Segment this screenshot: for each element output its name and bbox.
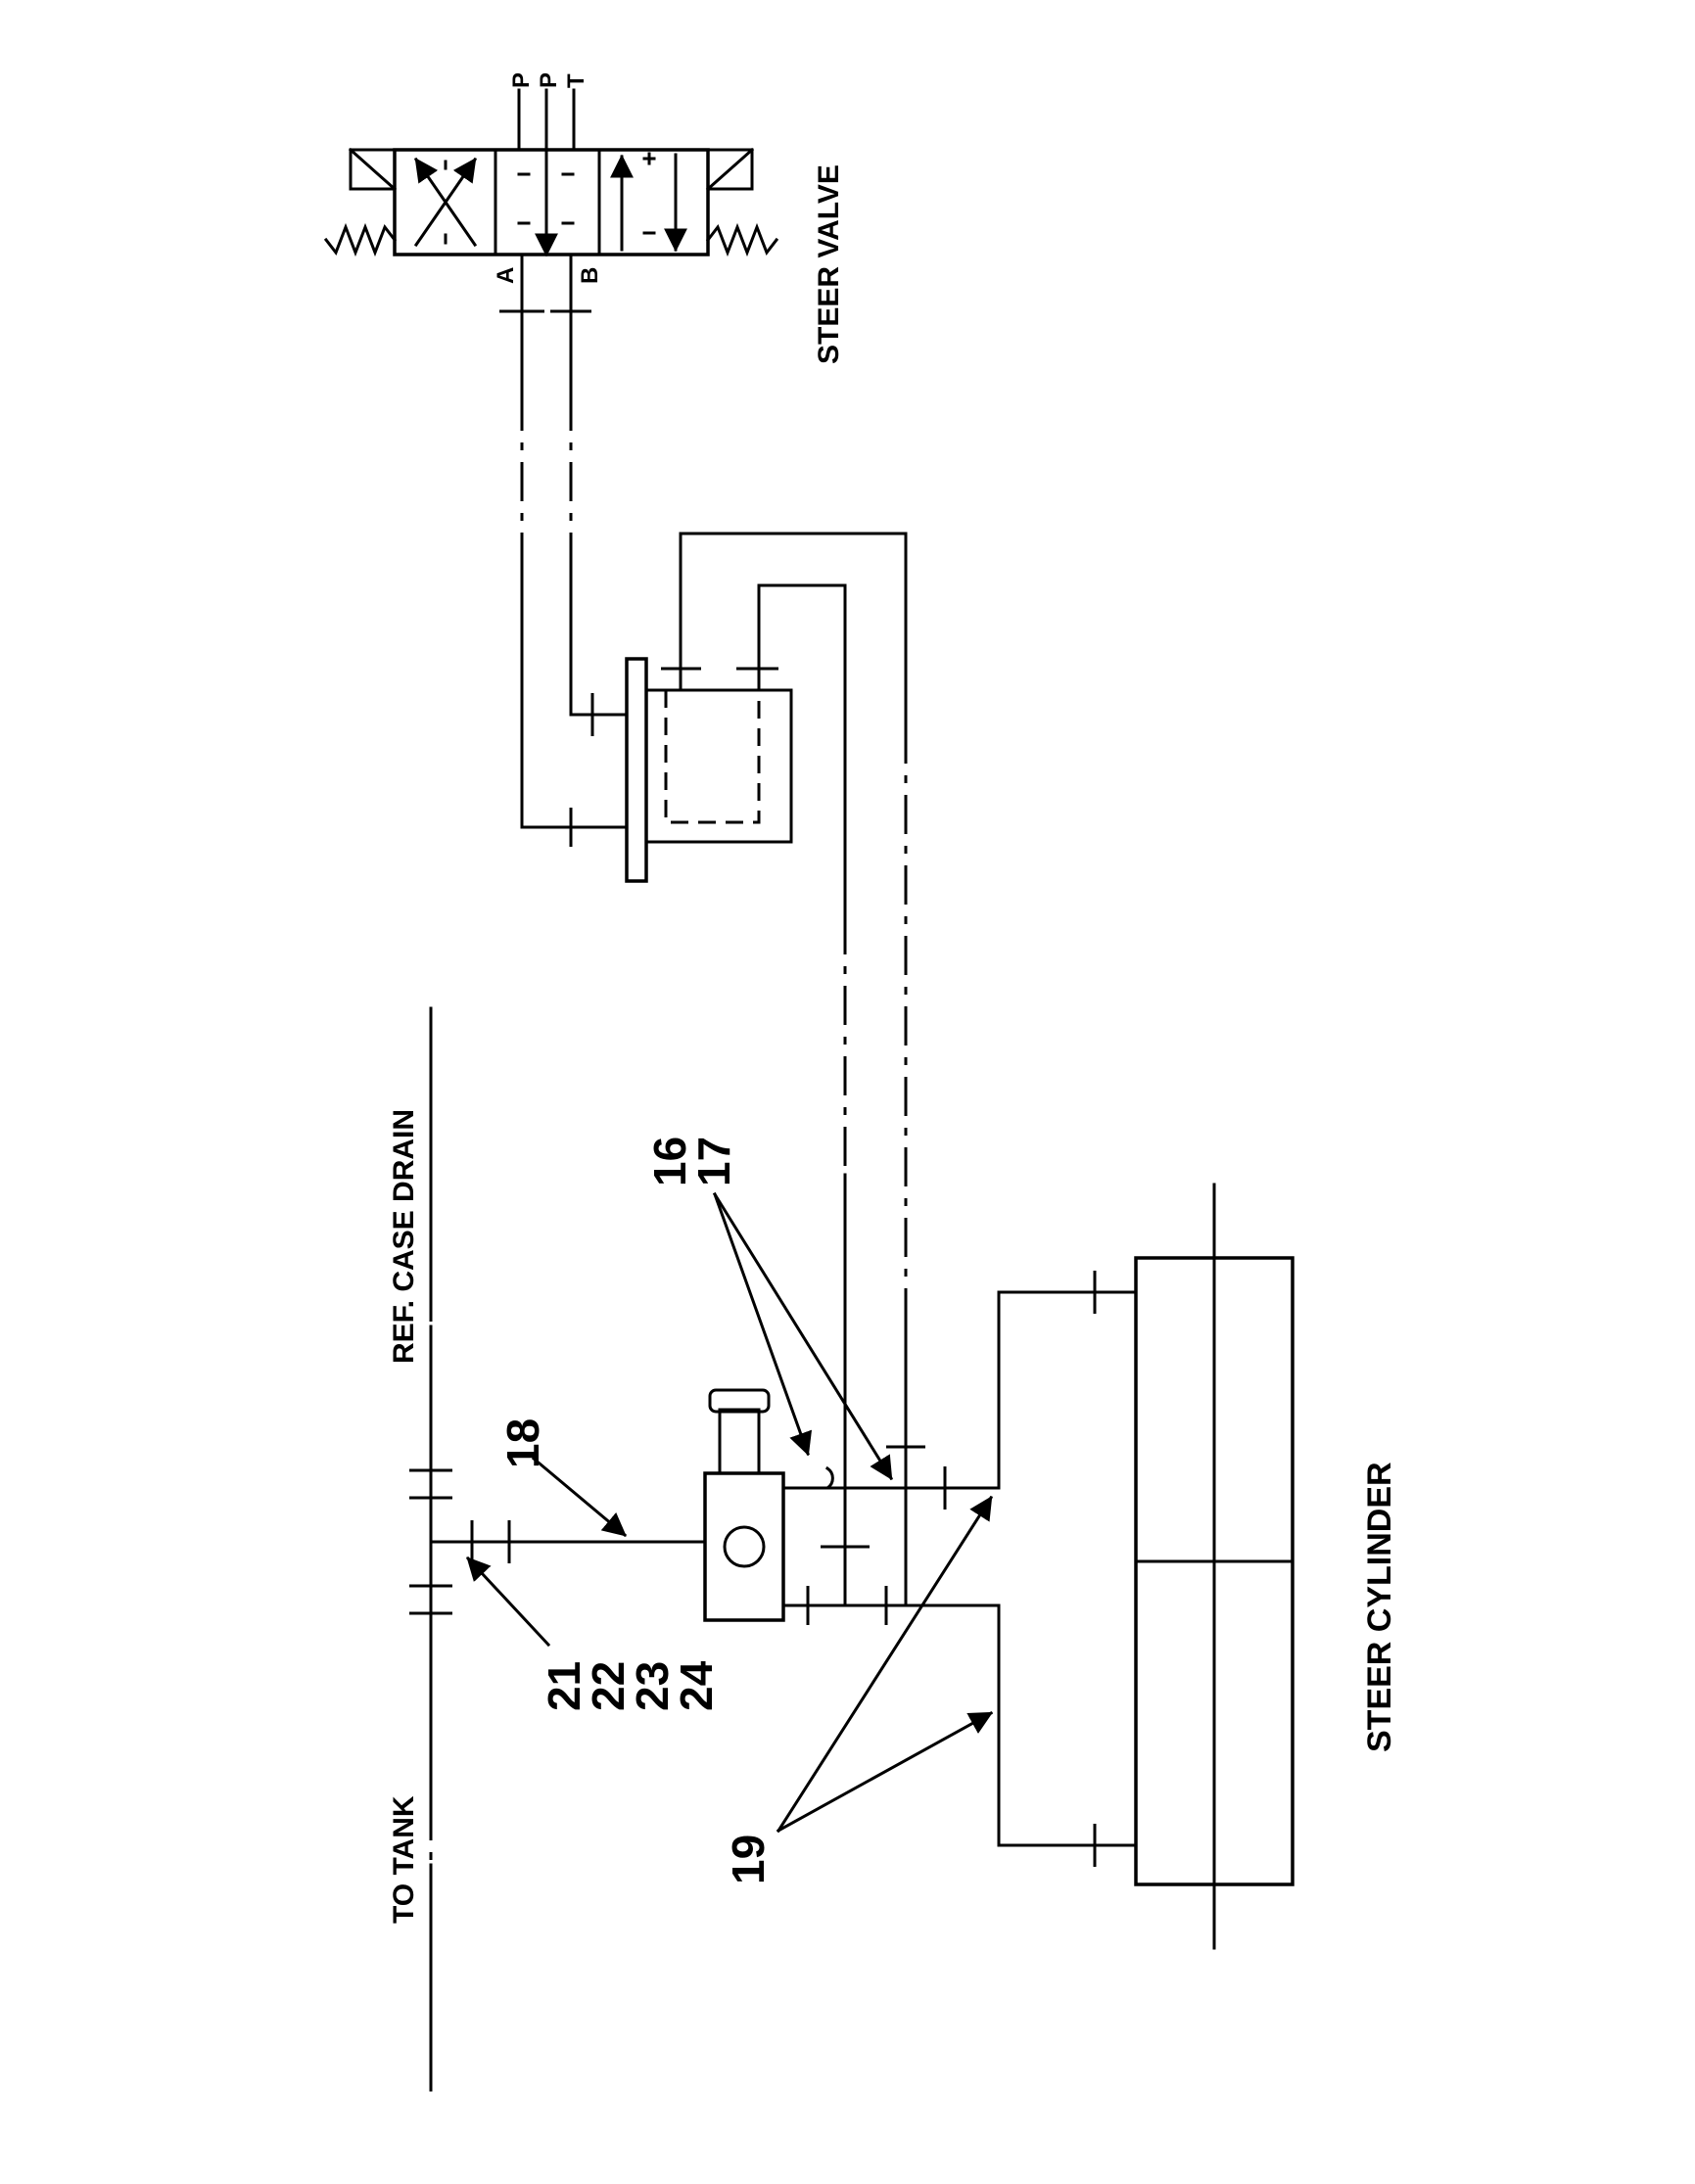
callout-22: 22 bbox=[583, 1661, 634, 1711]
mounting-plate bbox=[625, 657, 648, 883]
cylinder-lines bbox=[904, 1271, 1138, 1867]
steer-valve-body bbox=[393, 148, 710, 256]
steer-cylinder-label: STEER CYLINDER bbox=[1361, 1462, 1398, 1752]
leader-16 bbox=[713, 1192, 813, 1457]
valve-operator-left bbox=[349, 148, 397, 191]
port-a-label: A bbox=[493, 267, 519, 284]
case-drain-line bbox=[409, 1006, 452, 2092]
callout-23: 23 bbox=[627, 1661, 678, 1711]
steer-valve-label: STEER VALVE bbox=[813, 164, 845, 364]
port-t-label: T bbox=[563, 73, 589, 88]
relief-valve-body bbox=[703, 1471, 785, 1622]
port-b-label: B bbox=[577, 267, 603, 284]
valve-operator-right bbox=[706, 148, 754, 191]
to-tank-label: TO TANK bbox=[388, 1795, 420, 1924]
callout-24: 24 bbox=[671, 1660, 722, 1711]
leader-18 bbox=[531, 1456, 628, 1538]
spring-left bbox=[323, 222, 398, 257]
callout-17: 17 bbox=[688, 1137, 739, 1186]
callout-18: 18 bbox=[497, 1418, 548, 1468]
leader-19b bbox=[776, 1710, 994, 1834]
callout-21: 21 bbox=[539, 1661, 589, 1711]
leader-17 bbox=[712, 1191, 894, 1481]
callout-19: 19 bbox=[723, 1835, 774, 1884]
steering-unit bbox=[625, 532, 908, 1488]
leader-21 bbox=[465, 1556, 551, 1648]
spring-right bbox=[705, 222, 779, 257]
steer-valve bbox=[323, 88, 779, 257]
valve-work-lines bbox=[499, 253, 629, 847]
port-p2-label: P bbox=[536, 72, 562, 88]
steering-unit-body bbox=[644, 688, 793, 844]
relief-valve bbox=[429, 1388, 1001, 1625]
callout-16: 16 bbox=[644, 1137, 695, 1186]
port-p1-label: P bbox=[508, 72, 535, 88]
steer-cylinder bbox=[1134, 1183, 1295, 1950]
leader-19a bbox=[776, 1495, 994, 1834]
ref-case-drain-label: REF. CASE DRAIN bbox=[388, 1109, 420, 1364]
